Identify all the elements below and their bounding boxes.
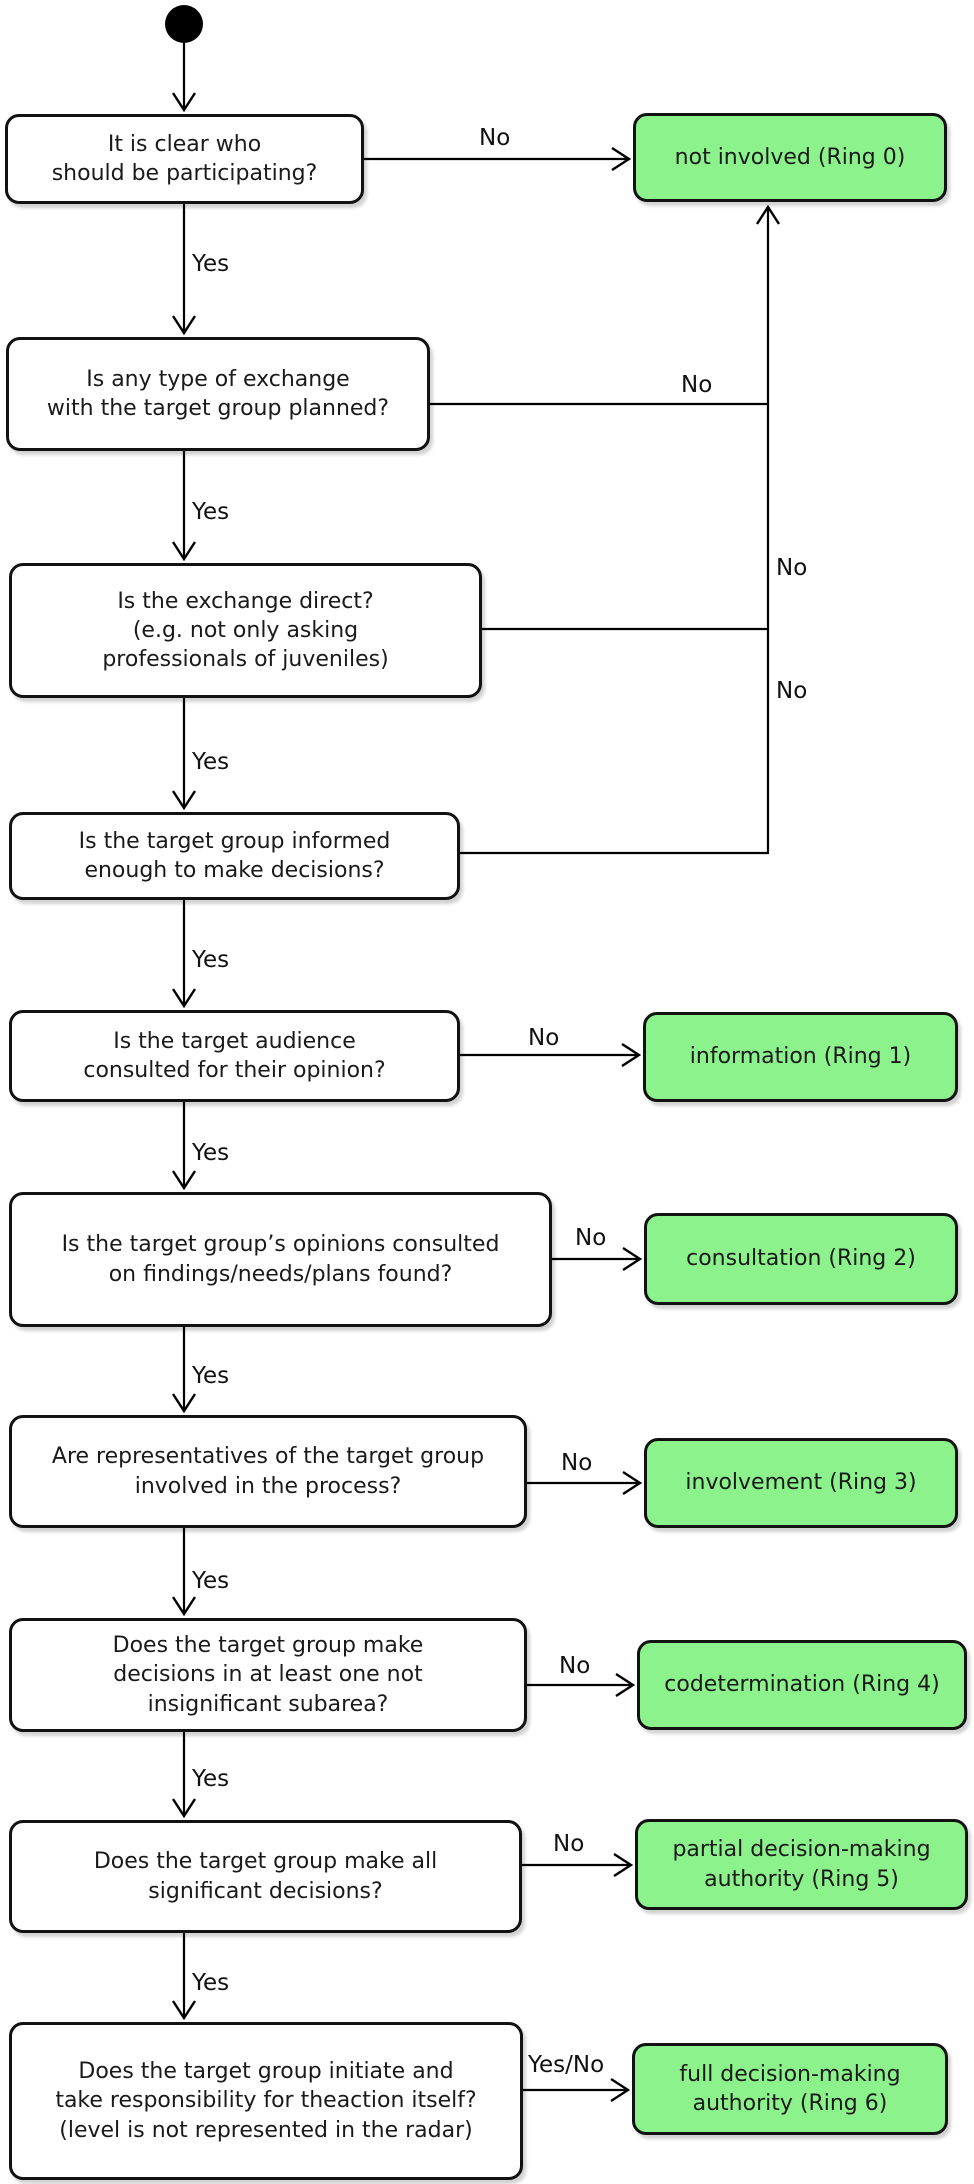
edge-label-yes-q8: Yes [192, 1766, 230, 1792]
question-q1: It is clear who should be participating? [5, 114, 364, 204]
question-q2: Is any type of exchange with the target … [6, 337, 430, 451]
question-q1-text: It is clear who should be participating? [51, 131, 318, 186]
outcome-ring5: partial decision-making authority (Ring … [635, 1819, 968, 1910]
question-q8-text: Does the target group make decisions in … [112, 1633, 424, 1717]
question-q4: Is the target group informed enough to m… [9, 812, 460, 900]
edge-label-yes-q3: Yes [192, 749, 230, 775]
question-q2-text: Is any type of exchange with the target … [46, 366, 390, 421]
question-q3: Is the exchange direct? (e.g. not only a… [9, 563, 482, 698]
question-q3-text: Is the exchange direct? (e.g. not only a… [102, 588, 389, 673]
edge-label-yes-q5: Yes [192, 1140, 230, 1166]
outcome-ring6-text: full decision-making authority (Ring 6) [679, 2061, 901, 2116]
start-node [165, 5, 203, 43]
outcome-ring4-text: codetermination (Ring 4) [664, 1672, 940, 1698]
edge-label-yes-q2: Yes [192, 499, 230, 525]
question-q6-text: Is the target group’s opinions consulted… [61, 1232, 500, 1287]
edge-label-no-q3: No [776, 555, 808, 581]
outcome-ring0-text: not involved (Ring 0) [674, 144, 906, 170]
outcome-ring1: information (Ring 1) [643, 1012, 958, 1102]
question-q10-text: Does the target group initiate and take … [55, 2059, 477, 2143]
question-q7: Are representatives of the target group … [9, 1415, 527, 1528]
outcome-ring5-text: partial decision-making authority (Ring … [672, 1837, 931, 1892]
edge-label-yes-q7: Yes [192, 1568, 230, 1594]
outcome-ring3-text: involvement (Ring 3) [685, 1470, 917, 1496]
edge-label-no-q5: No [528, 1025, 560, 1051]
question-q7-text: Are representatives of the target group … [51, 1444, 485, 1499]
edge-label-no-q7: No [561, 1450, 593, 1476]
outcome-ring4: codetermination (Ring 4) [637, 1640, 967, 1730]
outcome-ring2: consultation (Ring 2) [644, 1213, 958, 1305]
outcome-ring3: involvement (Ring 3) [644, 1438, 958, 1528]
question-q5-text: Is the target audience consulted for the… [83, 1028, 386, 1083]
edge-label-no-q8: No [559, 1653, 591, 1679]
question-q9: Does the target group make all significa… [9, 1820, 522, 1933]
edge-label-no-q6: No [575, 1225, 607, 1251]
question-q10: Does the target group initiate and take … [9, 2022, 523, 2180]
question-q6: Is the target group’s opinions consulted… [9, 1192, 552, 1327]
edge-label-no-q9: No [553, 1831, 585, 1857]
edge-label-yesno-q10: Yes/No [528, 2052, 605, 2078]
question-q5: Is the target audience consulted for the… [9, 1010, 460, 1102]
edge-label-yes-q1: Yes [192, 251, 230, 277]
outcome-ring6: full decision-making authority (Ring 6) [632, 2043, 948, 2135]
edge-label-yes-q9: Yes [192, 1970, 230, 1996]
edge-label-yes-q6: Yes [192, 1363, 230, 1389]
outcome-ring0: not involved (Ring 0) [633, 113, 947, 202]
edge-label-no-q2: No [681, 372, 713, 398]
question-q8: Does the target group make decisions in … [9, 1618, 527, 1732]
edge-label-no-q4: No [776, 678, 808, 704]
question-q9-text: Does the target group make all significa… [93, 1849, 438, 1904]
outcome-ring1-text: information (Ring 1) [689, 1044, 912, 1070]
edge-label-yes-q4: Yes [192, 947, 230, 973]
outcome-ring2-text: consultation (Ring 2) [686, 1246, 916, 1272]
edge-label-no-q1: No [479, 125, 511, 151]
question-q4-text: Is the target group informed enough to m… [78, 828, 391, 883]
